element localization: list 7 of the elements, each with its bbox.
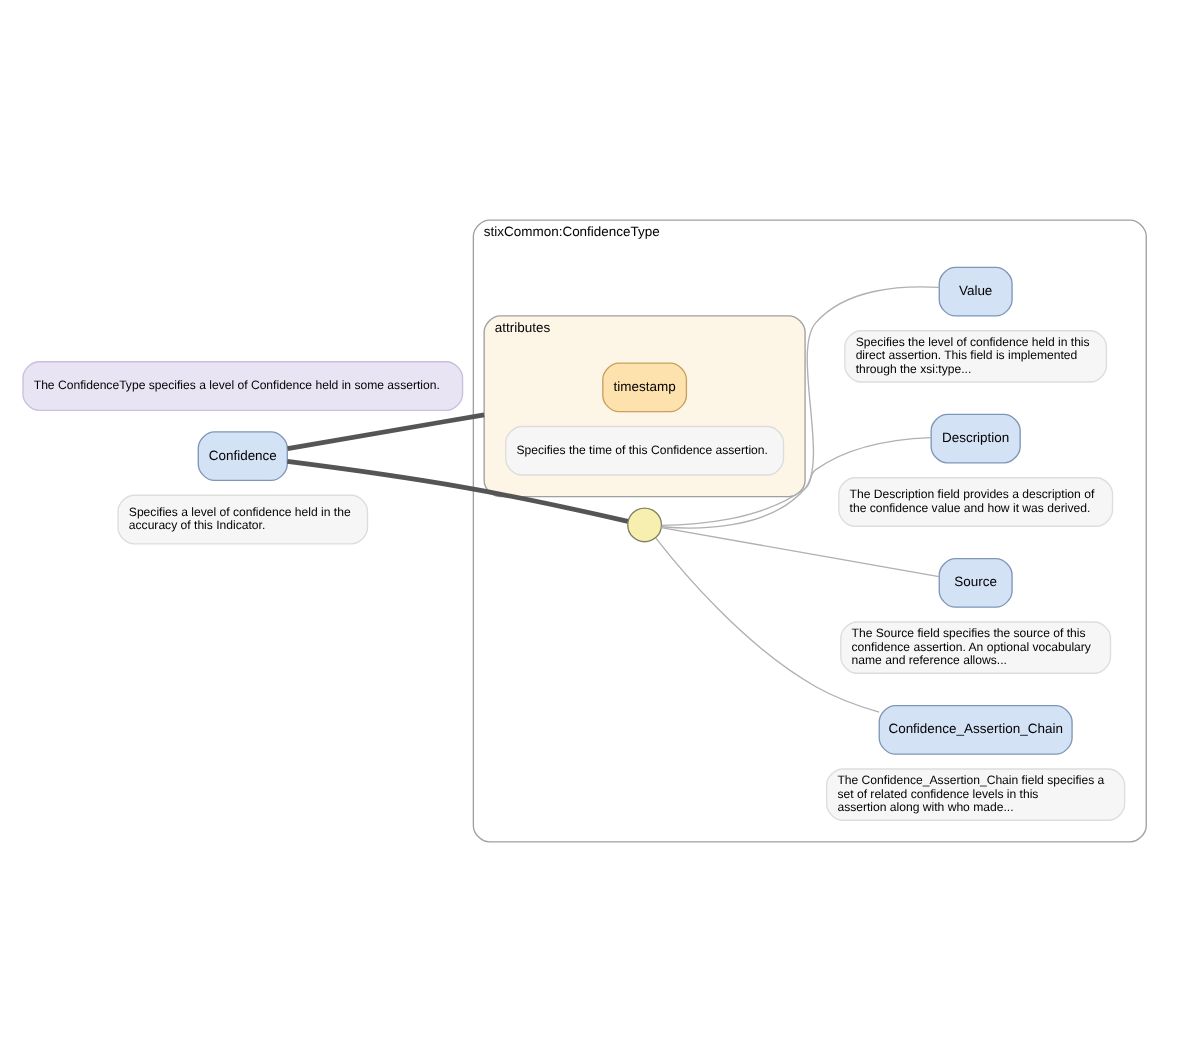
connector: [661, 285, 940, 528]
connector: [287, 458, 629, 523]
node-circle: [627, 506, 663, 542]
connector: [655, 536, 880, 712]
connector: [661, 435, 932, 525]
connector: [660, 526, 940, 577]
connector: [287, 411, 485, 450]
